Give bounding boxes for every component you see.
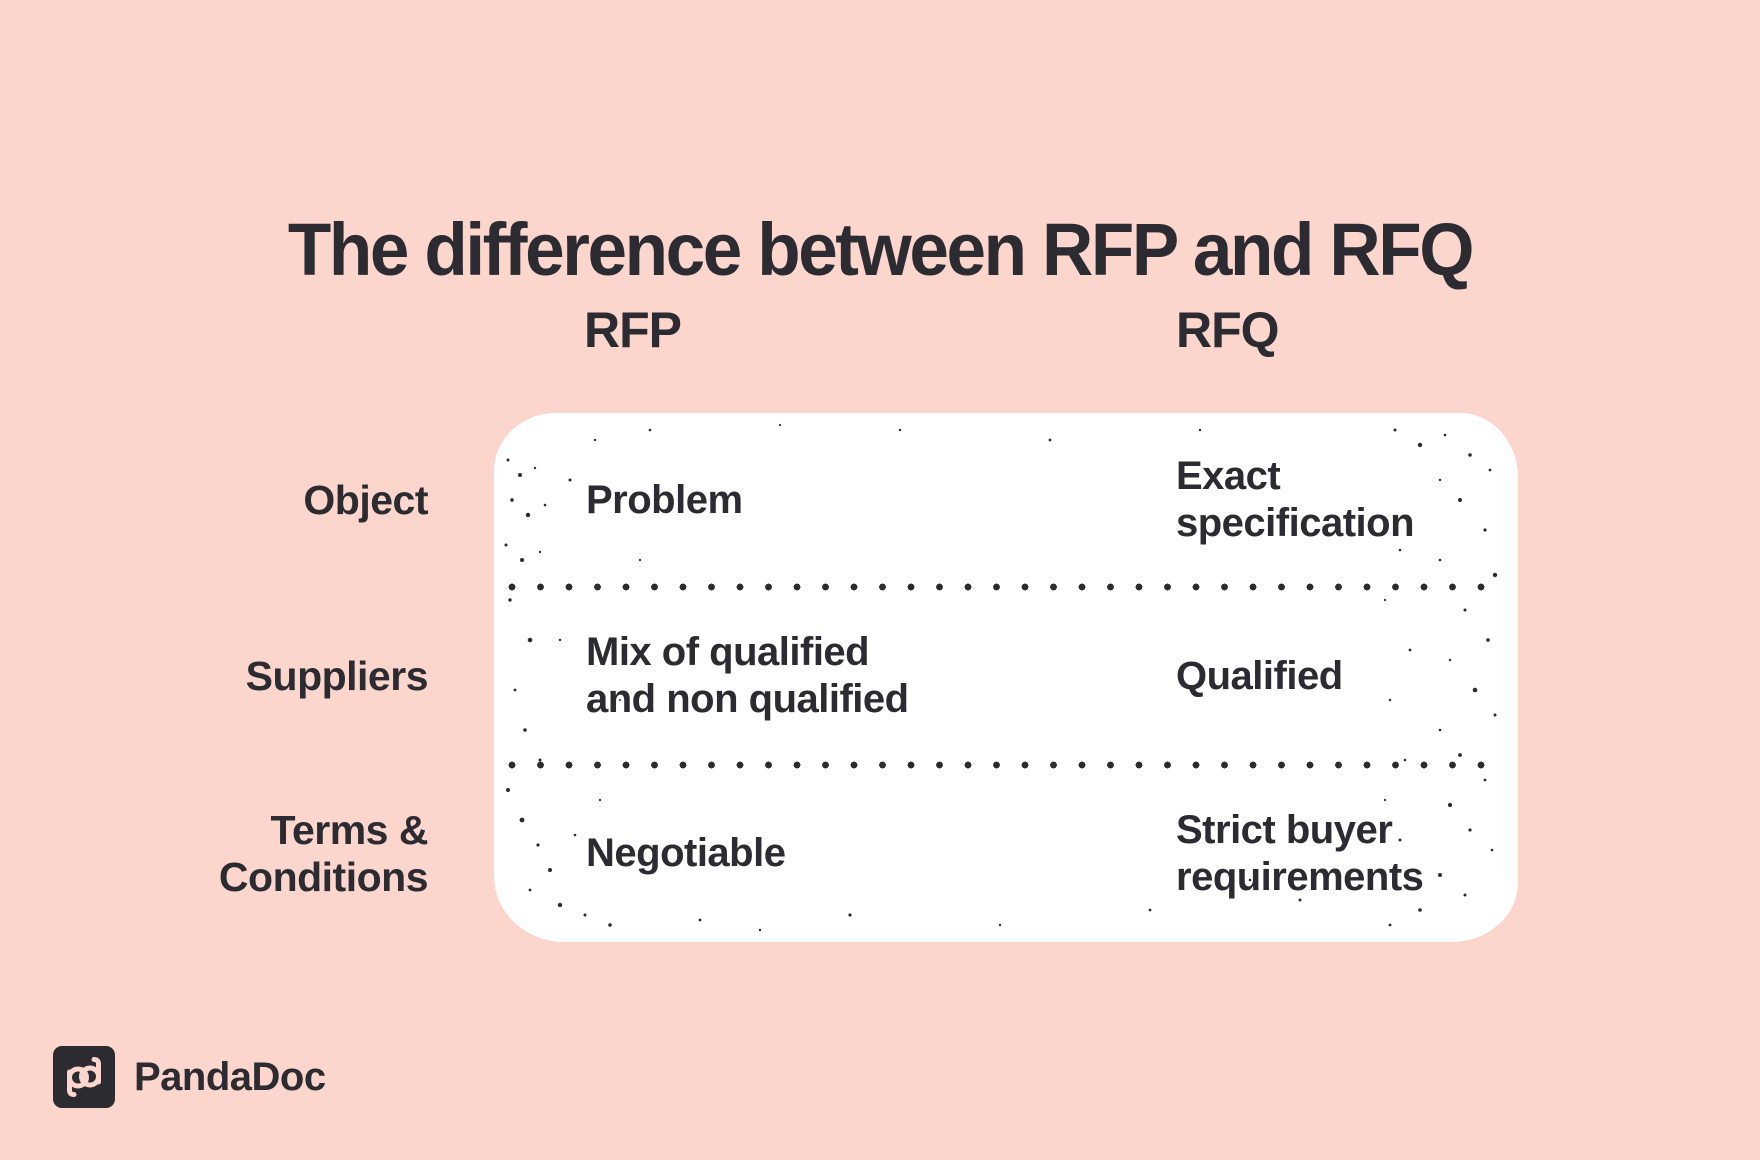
row-label-terms: Terms & Conditions [218, 806, 429, 900]
pandadoc-logo-square [53, 1046, 115, 1108]
column-header-rfq: RFQ [1176, 302, 1280, 358]
comparison-card: Problem Exact specification Mix of quali… [494, 413, 1518, 942]
row-label-suppliers: Suppliers [245, 652, 429, 699]
column-header-rfp: RFP [584, 302, 682, 358]
table-row-object: Problem Exact specification [494, 413, 1518, 591]
cell-suppliers-rfq: Qualified [1176, 653, 1343, 698]
dotted-divider [508, 583, 1498, 591]
row-label-object: Object [303, 476, 428, 523]
table-row-terms: Negotiable Strict buyer requirements [494, 765, 1518, 942]
cell-terms-rfq: Strict buyer requirements [1176, 807, 1424, 899]
cell-object-rfp: Problem [586, 477, 743, 522]
cell-terms-rfp: Negotiable [586, 831, 786, 875]
cell-object-rfq: Exact specification [1176, 454, 1415, 545]
pandadoc-pd-monogram-icon [67, 1057, 101, 1097]
brand-name: PandaDoc [134, 1055, 326, 1099]
dotted-divider [508, 761, 1498, 769]
table-row-suppliers: Mix of qualified and non qualified Quali… [494, 587, 1518, 769]
row-label-column: Object Suppliers Terms & Conditions [0, 413, 429, 942]
cell-suppliers-rfp: Mix of qualified and non qualified [586, 630, 909, 721]
pandadoc-logo: PandaDoc [53, 1046, 326, 1108]
page-title: The difference between RFP and RFQ [287, 207, 1475, 291]
